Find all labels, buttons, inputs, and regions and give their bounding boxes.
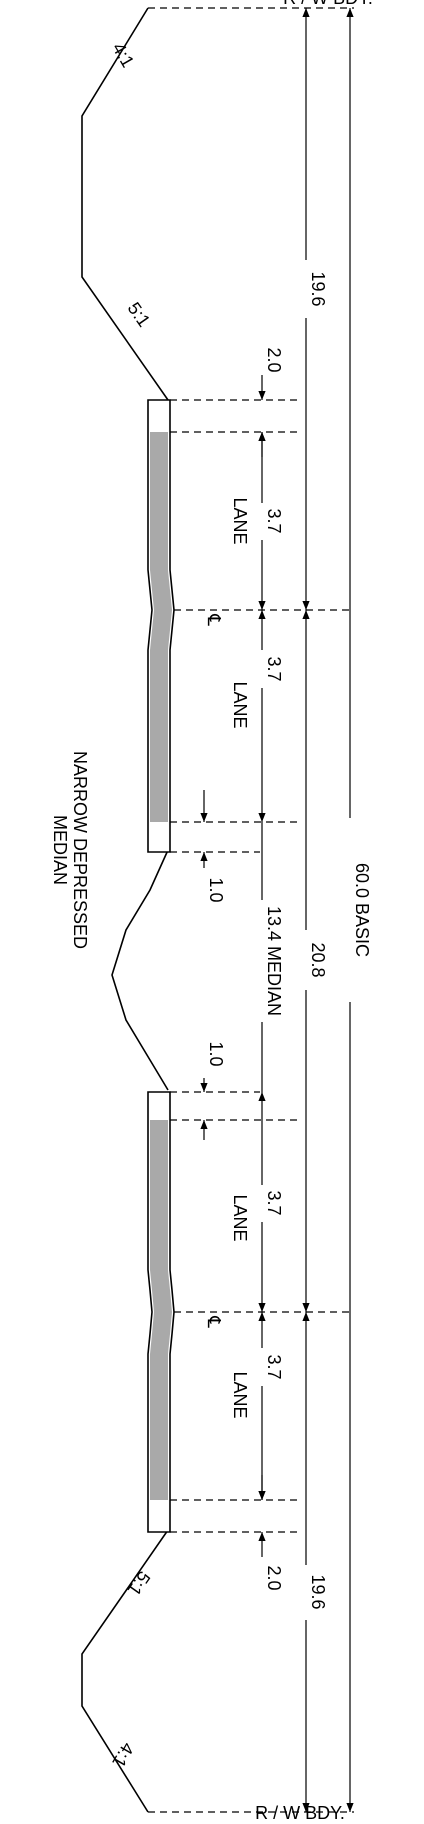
- slope-label-5-1-top: 5:1: [124, 299, 155, 331]
- dim-lane2-label: 3.7: [264, 656, 284, 681]
- dim-shoulder-top-label: 2.0: [264, 347, 284, 372]
- dim-median-label: 13.4 MEDIAN: [264, 906, 284, 1016]
- dim-half-top-label: 19.6: [308, 271, 328, 306]
- centerline-icon-top: ℄: [204, 613, 224, 626]
- median-swale-profile: [111, 849, 169, 1091]
- lane-label-2: LANE: [230, 681, 250, 728]
- dim-shoulder-bottom-label: 2.0: [264, 1565, 284, 1590]
- dim-roadway-label: 20.8: [308, 942, 328, 977]
- dim-half-bottom-label: 19.6: [308, 1574, 328, 1609]
- lane-label-4: LANE: [230, 1371, 250, 1418]
- ground-profile-bottom: [81, 1529, 169, 1813]
- dim-lane3-label: 3.7: [264, 1190, 284, 1215]
- dim-lane4-label: 3.7: [264, 1354, 284, 1379]
- slope-label-5-1-bottom: 5:1: [124, 1567, 155, 1599]
- rw-boundary-label-top: R / W BDY.: [283, 0, 373, 8]
- median-type-label-line1: NARROW DEPRESSED: [70, 751, 90, 949]
- ground-profile-top: [81, 7, 169, 401]
- median-type-label-line2: MEDIAN: [50, 815, 70, 885]
- dim-basic-label: 60.0 BASIC: [352, 863, 372, 957]
- roadway-top-pavement: [150, 432, 172, 822]
- dim-inner-shoulder-2-label: 1.0: [206, 1041, 226, 1066]
- centerline-icon-bottom: ℄: [204, 1315, 224, 1328]
- dim-inner-shoulder-1-label: 1.0: [206, 877, 226, 902]
- slope-label-4-1-bottom: 4:1: [108, 1739, 138, 1771]
- lane-label-3: LANE: [230, 1194, 250, 1241]
- dim-lane1-label: 3.7: [264, 508, 284, 533]
- roadway-bottom-pavement: [150, 1120, 172, 1500]
- lane-label-1: LANE: [230, 497, 250, 544]
- rw-boundary-label-bottom: R / W BDY.: [255, 1803, 345, 1823]
